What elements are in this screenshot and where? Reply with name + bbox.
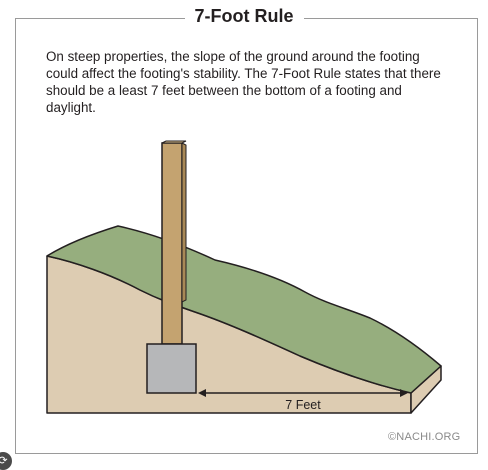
arrow-right-icon xyxy=(400,389,408,397)
diagram-title: 7-Foot Rule xyxy=(0,6,488,27)
post-top xyxy=(161,140,187,144)
footing xyxy=(146,343,197,394)
arrow-left-icon xyxy=(198,389,206,397)
dimension-label: 7 Feet xyxy=(285,398,321,412)
arrows-icon[interactable]: ⟳ xyxy=(0,452,12,470)
title-text: 7-Foot Rule xyxy=(184,6,304,26)
post xyxy=(161,142,183,345)
post-side xyxy=(181,142,187,303)
description-text: On steep properties, the slope of the gr… xyxy=(46,49,441,115)
credit-text: ©NACHI.ORG xyxy=(388,431,461,443)
